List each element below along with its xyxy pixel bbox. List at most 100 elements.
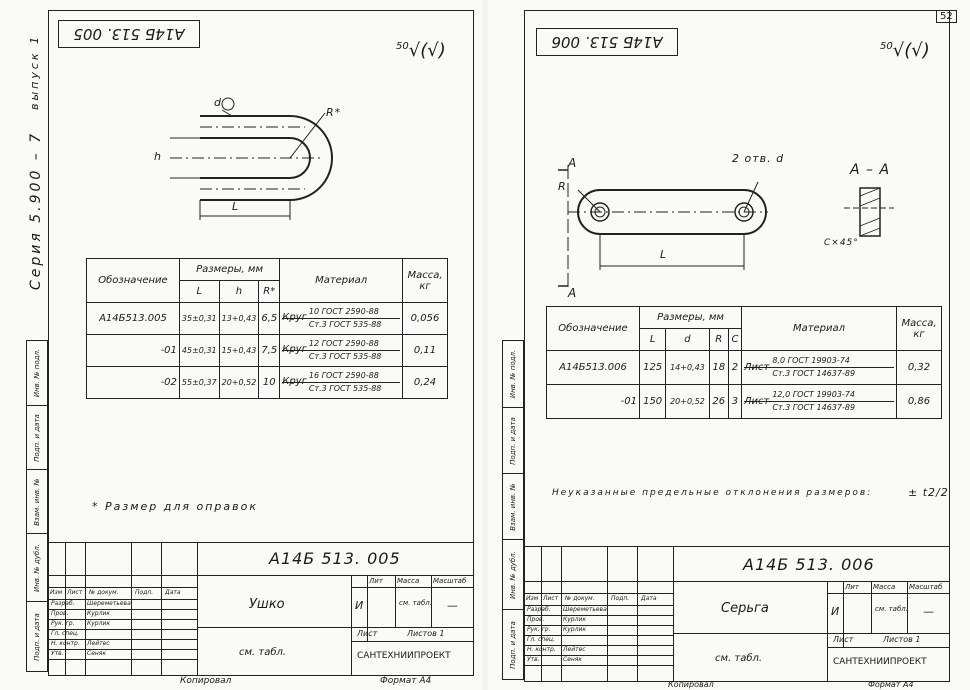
left-tb-doc-number: А14Б 513. 005 — [269, 549, 401, 568]
section-aa-drawing — [844, 187, 894, 237]
left-tb-role-3: Рук. гр. — [51, 620, 75, 627]
cell-mat-type: Лист — [744, 395, 770, 407]
left-footer-format: Формат А4 — [380, 676, 432, 686]
left-col-r: R* — [258, 280, 281, 303]
right-tb-role-1: Разраб. — [527, 606, 551, 613]
left-note: * Размер для оправок — [92, 500, 259, 513]
right-side-strip: Инв. № подл. Подп. и дата Взам. инв. № И… — [502, 340, 524, 680]
right-tb-role-6: Утв. — [527, 656, 540, 663]
right-tb-person-5: Лейтес — [563, 646, 586, 653]
right-tb-lit: Лит — [845, 583, 859, 591]
cell-designation: А14Б513.005 — [86, 302, 180, 335]
left-tb-headcol-1: Изм — [50, 589, 63, 596]
left-head-dimensions: Размеры, мм — [178, 258, 281, 281]
left-tb-material-ref: см. табл. — [239, 647, 287, 658]
left-side-cell-3: Взам. инв. № — [33, 478, 41, 526]
cell-mat-top: 16 ГОСТ 2590-88 — [282, 370, 400, 383]
right-section-a-bottom: А — [568, 286, 578, 300]
right-tb-role-2: Пров. — [527, 616, 545, 623]
dim-l-label: L — [232, 200, 240, 213]
cell-mat-top: 10 ГОСТ 2590-88 — [282, 306, 400, 319]
cell-l: 125 — [638, 350, 667, 385]
left-tb-scale-value: — — [447, 599, 458, 612]
left-tb-mass-value: см. табл. — [399, 599, 432, 607]
cell-r: 18 — [708, 350, 729, 385]
left-side-cell-4: Инв. № дубл. — [33, 544, 41, 592]
left-tb-role-5: Н. контр. — [51, 640, 80, 647]
left-tb-part-name: Ушко — [249, 597, 285, 612]
right-tb-headcol-2: Лист — [543, 595, 559, 602]
right-section-label: А – А — [850, 162, 891, 178]
cell-l: 35±0,31 — [178, 302, 220, 335]
right-tb-headcol-1: Изм — [526, 595, 539, 602]
cell-h: 15+0,43 — [218, 334, 260, 367]
left-tb-sheet: Лист — [357, 629, 378, 638]
right-tb-letter: И — [831, 605, 840, 618]
cell-mat-type: Круг — [282, 376, 307, 387]
left-series-label: Серия 5.900 – 7 — [28, 130, 44, 290]
left-roughness-value: 50 — [396, 41, 409, 52]
left-tb-headcol-2: Лист — [67, 589, 83, 596]
left-tb-role-6: Утв. — [51, 650, 64, 657]
right-drawing-sheet: 52 А14Б 513. 006 50√(√) А А L R 2 отв. d… — [488, 0, 970, 690]
left-head-material: Материал — [279, 258, 403, 303]
right-spec-table: Обозначение Размеры, мм Материал Масса, … — [546, 306, 942, 419]
left-tb-lit: Лит — [369, 577, 383, 585]
cell-mat-type: Лист — [744, 361, 770, 373]
right-roughness-mark: √(√) — [892, 40, 930, 61]
cell-l: 55±0,37 — [178, 366, 220, 399]
left-tb-sheets: Листов 1 — [407, 629, 445, 638]
cell-mat-type: Круг — [282, 344, 307, 355]
right-tb-scale-value: — — [923, 605, 934, 618]
left-tb-scale: Масштаб — [433, 577, 467, 585]
left-footer-copy: Копировал — [180, 676, 232, 686]
cell-r: 7,5 — [258, 334, 281, 367]
cell-r: 26 — [708, 384, 729, 419]
left-tb-role-1: Разраб. — [51, 600, 75, 607]
left-tb-headcol-3: № докум. — [89, 589, 119, 596]
left-drawing-sheet: А14Б 513. 005 50√(√) Серия 5.900 – 7 вып… — [0, 0, 482, 690]
cell-material: Круг 12 ГОСТ 2590-88 Ст.3 ГОСТ 535-88 — [279, 334, 403, 367]
right-tb-person-3: Курлик — [563, 626, 586, 633]
left-tb-person-1: Шереметьева — [87, 600, 131, 607]
cell-material: Круг 10 ГОСТ 2590-88 Ст.3 ГОСТ 535-88 — [279, 302, 403, 335]
left-tb-role-4: Гл. спец. — [51, 630, 79, 637]
cell-r: 6,5 — [258, 302, 281, 335]
left-tb-person-3: Курлик — [87, 620, 110, 627]
right-roughness-symbol: 50√(√) — [880, 40, 930, 61]
cell-designation: -02 — [86, 366, 180, 399]
table-row: -01 150 20+0,52 26 3 Лист 12,0 ГОСТ 1990… — [546, 384, 942, 419]
right-tb-sheets: Листов 1 — [883, 635, 921, 644]
right-tb-headcol-4: Подп. — [611, 595, 630, 602]
right-tb-material-ref: см. табл. — [715, 653, 763, 664]
right-side-cell-5: Подп. и дата — [509, 621, 517, 669]
right-note: Неуказанные предельные отклонения размер… — [552, 488, 873, 498]
left-tb-headcol-4: Подп. — [135, 589, 154, 596]
left-tb-org: САНТЕХНИИПРОЕКТ — [357, 651, 451, 661]
right-section-a-top: А — [568, 156, 578, 170]
cell-material: Лист 8,0 ГОСТ 19903-74 Ст.3 ГОСТ 14637-8… — [741, 350, 897, 385]
left-side-cell-5: Подп. и дата — [33, 613, 41, 661]
left-tb-person-6: Сеняк — [87, 650, 107, 657]
right-head-material: Материал — [741, 306, 897, 351]
right-tb-role-5: Н. контр. — [527, 646, 556, 653]
cell-material: Лист 12,0 ГОСТ 19903-74 Ст.3 ГОСТ 14637-… — [741, 384, 897, 419]
right-footer-format: Формат А4 — [868, 680, 914, 689]
cell-mat-bottom: Ст.3 ГОСТ 535-88 — [308, 320, 382, 329]
table-row: А14Б513.006 125 14+0,43 18 2 Лист 8,0 ГО… — [546, 350, 942, 385]
right-tb-headcol-5: Дата — [641, 595, 657, 602]
cell-mass: 0,11 — [402, 334, 448, 367]
left-head-mass: Масса, кг — [402, 258, 448, 303]
right-col-l: L — [638, 328, 667, 351]
right-title-block: А14Б 513. 006 Серьга Лит Масса Масштаб И… — [524, 546, 950, 682]
right-col-r: R — [708, 328, 729, 351]
right-tb-mass-value: см. табл. — [875, 605, 908, 613]
right-head-dimensions: Размеры, мм — [639, 306, 742, 329]
left-issue-label: выпуск 1 — [28, 33, 41, 110]
right-tb-role-4: Гл. спец. — [527, 636, 555, 643]
right-tb-org: САНТЕХНИИПРОЕКТ — [833, 657, 927, 667]
cell-designation: -01 — [546, 384, 640, 419]
right-top-stamp: А14Б 513. 006 — [536, 28, 678, 56]
table-row: А14Б513.005 35±0,31 13+0,43 6,5 Круг 10 … — [86, 302, 448, 335]
cell-d: 14+0,43 — [665, 350, 710, 385]
